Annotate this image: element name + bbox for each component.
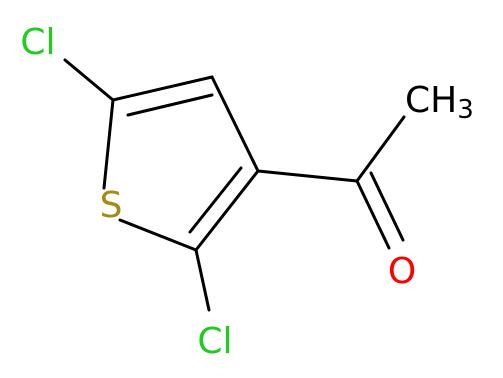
methyl-label: CH3 xyxy=(405,80,474,125)
sulfur-label: S xyxy=(100,185,123,226)
bond-c2-cl xyxy=(194,248,211,312)
bond-carbonyl-methyl xyxy=(355,115,406,183)
bond-c5-c4 xyxy=(111,75,214,102)
bond-c4-c3 xyxy=(210,75,260,173)
bond-s-c2 xyxy=(118,218,198,252)
oxygen-label: O xyxy=(388,251,416,292)
bond-c3-carbonyl xyxy=(256,169,359,183)
bond-c2-c3-inner xyxy=(188,166,243,234)
bond-c2-c3 xyxy=(194,169,260,252)
bond-carbonyl-oxygen-2 xyxy=(369,171,405,242)
methyl-label-main: CH xyxy=(405,80,457,121)
chlorine-bottom-label: Cl xyxy=(197,321,232,362)
bond-c5-s xyxy=(102,98,115,190)
methyl-label-subscript: 3 xyxy=(457,95,474,125)
bond-cl-c5 xyxy=(63,58,115,102)
bond-group xyxy=(63,58,406,312)
bond-c5-c4-inner xyxy=(126,93,214,117)
atom-labels: Cl S Cl O CH3 xyxy=(20,22,473,362)
chlorine-top-label: Cl xyxy=(20,22,55,63)
bond-carbonyl-oxygen xyxy=(355,179,391,250)
